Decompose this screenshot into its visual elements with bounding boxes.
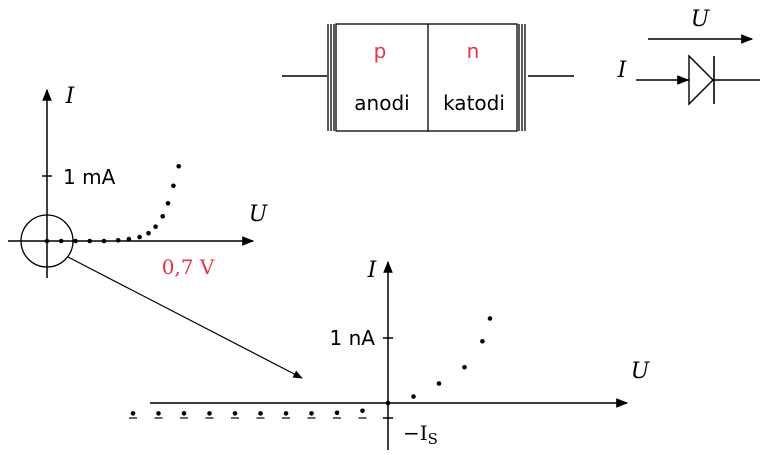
- zoom-data-points: [129, 316, 493, 419]
- voltage-label: U: [691, 7, 711, 32]
- main-point-8: [146, 230, 151, 236]
- main-iu-plot: I U 1 mA 0,7 V: [8, 84, 269, 279]
- p-region-label: p: [374, 39, 387, 63]
- cathode-contact: [518, 24, 526, 131]
- zoom-point-5: [258, 411, 263, 416]
- zoom-i-axis-label: I: [367, 258, 378, 283]
- main-u-axis-label: U: [249, 202, 269, 227]
- anode-label: anodi: [354, 91, 409, 115]
- main-point-11: [165, 201, 171, 206]
- zoom-point-11: [411, 394, 416, 399]
- zoom-point-14: [480, 339, 485, 344]
- main-point-0: [44, 238, 50, 244]
- main-point-5: [115, 238, 121, 243]
- zoom-point-3: [207, 411, 212, 416]
- zoom-u-axis-label: U: [631, 359, 651, 384]
- zoom-point-4: [232, 411, 238, 416]
- anode-contact: [327, 24, 335, 131]
- zoom-point-10: [385, 400, 391, 406]
- zoom-point-7: [309, 411, 314, 416]
- zoom-point-15: [487, 316, 493, 321]
- pn-junction-block: p n anodi katodi: [282, 23, 574, 132]
- main-point-2: [73, 238, 78, 244]
- main-point-6: [126, 236, 132, 242]
- main-tick-label: 1 mA: [63, 165, 116, 189]
- semiconductor-body: [335, 23, 518, 132]
- main-point-9: [153, 224, 158, 229]
- main-point-13: [176, 164, 181, 169]
- zoom-point-6: [283, 411, 289, 416]
- zoom-point-1: [156, 411, 161, 416]
- diode-triangle: [688, 54, 714, 106]
- main-i-axis-label: I: [65, 84, 76, 109]
- current-label: I: [617, 58, 628, 83]
- zoom-point-8: [334, 410, 340, 416]
- zoom-arrow: [67, 256, 303, 379]
- zoom-point-13: [462, 365, 467, 370]
- main-point-1: [58, 238, 64, 244]
- zoom-point-9: [360, 408, 365, 414]
- zoom-point-2: [181, 411, 187, 416]
- zoom-point-0: [130, 411, 136, 416]
- knee-voltage-label: 0,7 V: [162, 255, 215, 279]
- diode-symbol: U I: [617, 7, 760, 106]
- main-point-4: [101, 238, 107, 244]
- main-point-7: [137, 234, 142, 240]
- zoom-point-12: [436, 381, 442, 386]
- cathode-label: katodi: [443, 91, 505, 115]
- zoom-circle: [20, 214, 74, 268]
- saturation-current-label: −IS: [403, 421, 438, 448]
- zoom-tick-label: 1 nA: [330, 326, 376, 350]
- n-region-label: n: [467, 39, 480, 63]
- main-point-12: [171, 183, 176, 189]
- main-point-10: [160, 214, 165, 219]
- zoom-iu-plot: I U 1 nA −IS: [129, 258, 651, 450]
- main-point-3: [87, 238, 92, 244]
- main-data-points: [44, 164, 181, 244]
